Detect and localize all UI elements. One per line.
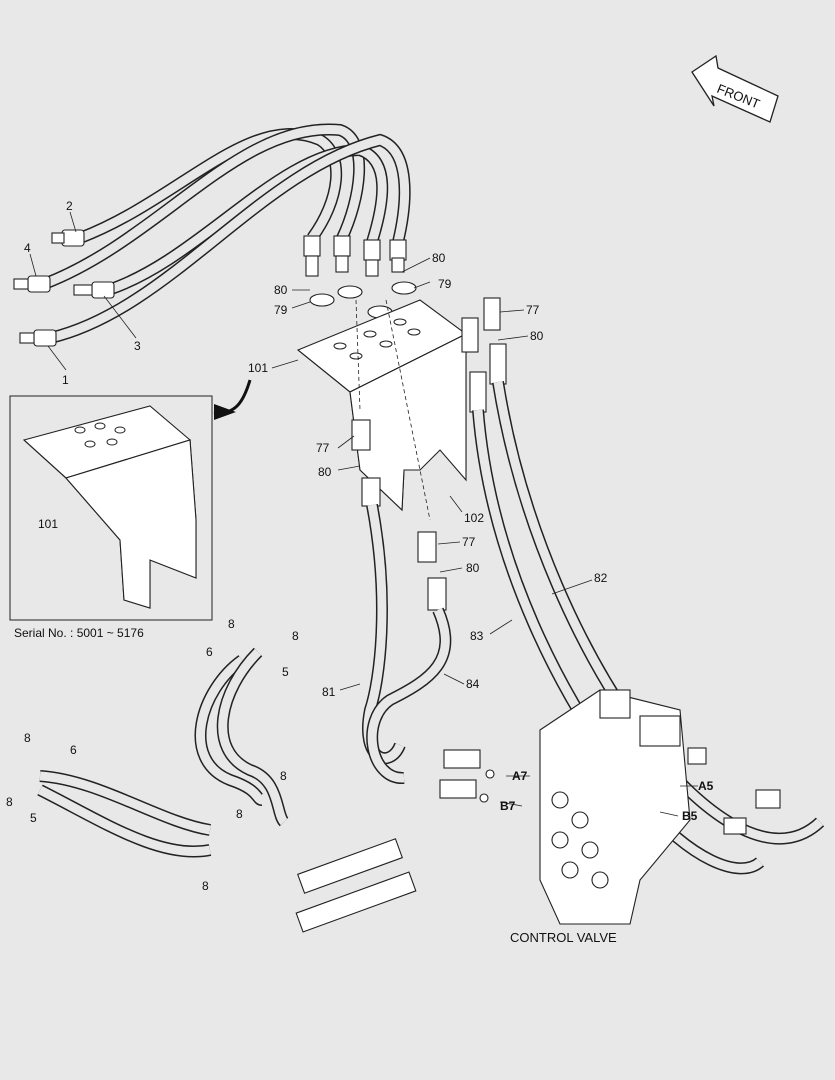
- upper-hose-bundle: [41, 123, 411, 344]
- label-102: 102: [464, 511, 484, 525]
- label-80-d: 80: [318, 465, 332, 479]
- label-82: 82: [594, 571, 608, 585]
- label-81: 81: [322, 685, 336, 699]
- port-a7: A7: [512, 769, 528, 783]
- label-8-a: 8: [228, 617, 235, 631]
- label-80-a: 80: [274, 283, 288, 297]
- bracket-101: [296, 299, 468, 521]
- hose-end-fittings: [13, 229, 115, 347]
- inset-panel: [9, 379, 252, 621]
- label-79-b: 79: [438, 277, 452, 291]
- port-a5: A5: [698, 779, 714, 793]
- label-8-c: 8: [24, 731, 31, 745]
- label-8-g: 8: [202, 879, 209, 893]
- label-2: 2: [66, 199, 73, 213]
- label-8-b: 8: [292, 629, 299, 643]
- label-77-c: 77: [462, 535, 476, 549]
- label-80-e: 80: [466, 561, 480, 575]
- port-b5: B5: [682, 809, 698, 823]
- label-1: 1: [62, 373, 69, 387]
- label-80-c: 80: [530, 329, 544, 343]
- upper-fittings-row: [303, 235, 417, 319]
- label-79-a: 79: [274, 303, 288, 317]
- label-3: 3: [134, 339, 141, 353]
- leader-lines: [29, 211, 698, 817]
- label-8-e: 8: [280, 769, 287, 783]
- label-8-d: 8: [6, 795, 13, 809]
- label-4: 4: [24, 241, 31, 255]
- lower-left-hoses: [37, 647, 417, 933]
- part-labels: 2 4 3 1 80 80 79 79 77 80 101 77 80 102 …: [6, 199, 714, 945]
- port-b7: B7: [500, 799, 516, 813]
- label-84: 84: [466, 677, 480, 691]
- label-5-b: 5: [30, 811, 37, 825]
- control-valve: [539, 689, 781, 925]
- label-5-a: 5: [282, 665, 289, 679]
- label-80-b: 80: [432, 251, 446, 265]
- right-fittings: [461, 297, 507, 413]
- label-101-inset: 101: [38, 517, 58, 531]
- front-direction-arrow: FRONT: [691, 54, 779, 123]
- inset-serial-text: Serial No. : 5001 ~ 5176: [14, 626, 144, 640]
- label-77-a: 77: [526, 303, 540, 317]
- control-valve-caption: CONTROL VALVE: [510, 930, 617, 945]
- label-83: 83: [470, 629, 484, 643]
- label-101-main: 101: [248, 361, 268, 375]
- label-8-f: 8: [236, 807, 243, 821]
- label-6-b: 6: [70, 743, 77, 757]
- middle-hoses-81-84: [351, 419, 495, 803]
- label-6-a: 6: [206, 645, 213, 659]
- label-77-b: 77: [316, 441, 330, 455]
